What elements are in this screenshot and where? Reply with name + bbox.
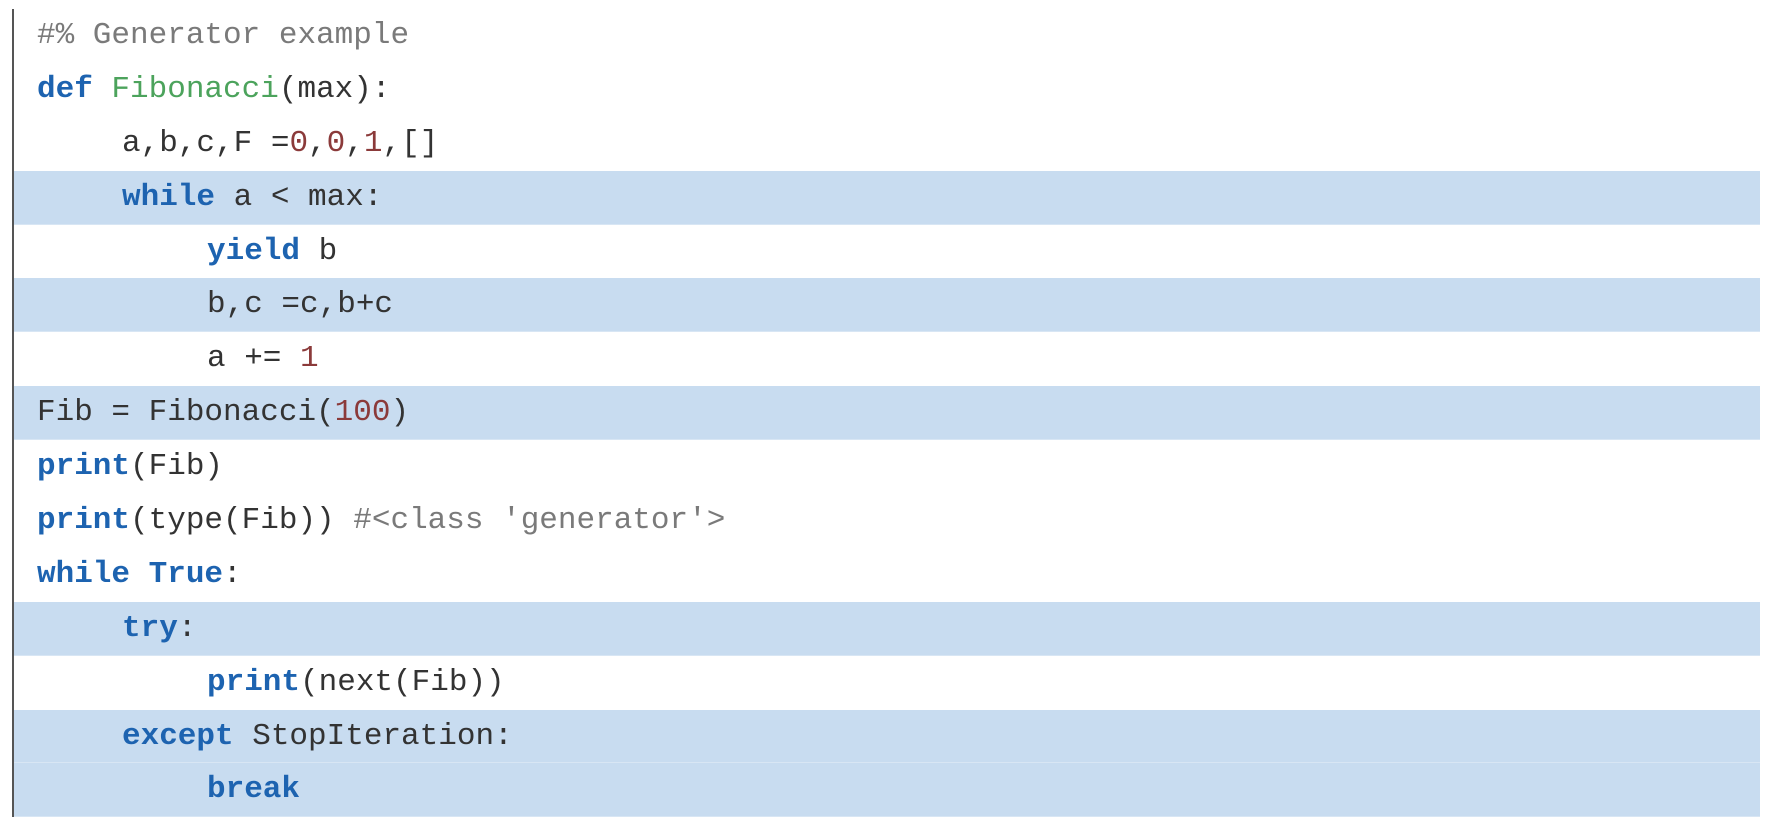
code-number: 100 [334,395,391,431]
code-text: , [345,125,364,161]
code-line: a,b,c,F =0,0,1,[] [14,117,1760,171]
code-text: b [300,233,338,269]
code-text: a,b,c,F = [122,125,290,161]
code-keyword: try [122,610,178,646]
code-line: while True: [14,548,1760,602]
code-text: ) [390,395,410,431]
code-keyword: while [37,556,131,592]
code-keyword: yield [207,233,301,269]
code-line: break [14,763,1760,818]
code-line: def Fibonacci(max): [14,63,1760,117]
code-keyword: print [37,503,131,539]
code-text: , [308,125,327,161]
code-keyword: except [122,718,234,754]
code-line: try: [14,601,1760,656]
code-line: except StopIteration: [14,709,1760,764]
code-text [93,72,112,107]
code-function-name: Fibonacci [111,71,279,107]
code-line: #% Generator example [14,9,1760,63]
code-keyword: break [207,772,301,808]
code-line: Fib = Fibonacci(100) [14,386,1760,441]
code-keyword: True [148,556,224,592]
code-line: print(Fib) [14,440,1760,494]
code-text: a += [207,341,301,377]
code-comment: #<class 'generator'> [353,503,726,539]
code-keyword: print [37,449,131,485]
code-comment: #% Generator example [37,18,410,53]
code-text: Fib = Fibonacci( [37,395,335,431]
code-text: StopIteration: [233,718,513,754]
code-line: a += 1 [14,332,1760,386]
code-line: b,c =c,b+c [14,278,1760,333]
code-number: 1 [300,341,319,377]
code-text: (Fib) [130,449,224,485]
code-text: a < max: [215,179,383,215]
code-text: (next(Fib)) [300,664,505,700]
code-text: (type(Fib)) [130,503,354,539]
code-line: yield b [14,225,1760,279]
code-line: print(type(Fib)) #<class 'generator'> [14,494,1760,548]
code-text: ,[] [382,125,439,161]
code-number: 0 [326,125,346,161]
code-number: 1 [363,125,383,161]
code-keyword: print [207,664,301,700]
code-text [130,557,149,592]
code-keyword: while [122,179,216,215]
code-text: b,c =c,b+c [207,287,394,323]
code-text: : [177,610,197,646]
code-text: : [223,556,242,592]
code-text: (max): [278,71,391,107]
code-line: print(next(Fib)) [14,656,1760,710]
code-keyword: def [37,71,93,107]
code-number: 0 [289,125,309,161]
code-line: while a < max: [14,170,1760,225]
